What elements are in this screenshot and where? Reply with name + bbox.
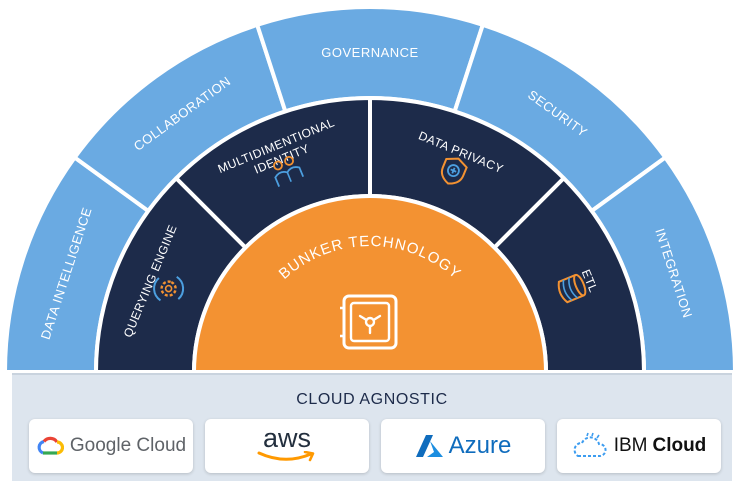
azure-logo: [415, 435, 443, 457]
db-body: [557, 274, 585, 304]
google-cloud-label: Google Cloud: [69, 435, 187, 456]
person-head-left: [273, 160, 283, 171]
google-cloud-logo: [37, 436, 64, 455]
cloud-agnostic-title: CLOUD AGNOSTIC: [296, 391, 448, 408]
database-icon: [557, 273, 587, 304]
shield-circle: [447, 164, 460, 177]
azure-card: Azure: [381, 419, 545, 473]
cloud-agnostic-bar: CLOUD AGNOSTIC Google Cloud aws Azure: [12, 373, 732, 481]
gear-teeth: [160, 280, 177, 297]
ibm-cloud-label-light: IBM: [613, 435, 648, 456]
ibm-cloud-logo: [573, 432, 607, 457]
azure-label: Azure: [448, 432, 512, 459]
google-cloud-card: Google Cloud: [29, 419, 193, 473]
core-bunker-technology: [191, 194, 549, 374]
outer-label-governance: GOVERNANCE: [321, 45, 418, 60]
cycle-arrow-bottom: [176, 275, 185, 300]
vault-door: [349, 301, 391, 343]
vault-hinges: [340, 306, 344, 338]
shield-outline: [440, 157, 468, 185]
person-divider: [286, 172, 292, 182]
outer-label-governance-line: GOVERNANCE: [321, 45, 418, 60]
vault-handles: [358, 314, 382, 335]
vault-icon: [340, 294, 398, 350]
shield-plus-icon: [440, 157, 468, 185]
aws-card: aws: [205, 419, 369, 473]
gear-cycle-icon: [153, 275, 185, 302]
gear-hub: [164, 284, 173, 293]
ibm-cloud-label-bold: Cloud: [652, 435, 707, 456]
people-identity-icon: [273, 156, 305, 188]
shield-plus: [450, 167, 457, 174]
aws-label: aws: [262, 423, 311, 453]
person-head-right: [284, 156, 294, 166]
db-bands: [562, 277, 578, 301]
ibm-cloud-card: IBM Cloud: [557, 419, 721, 473]
vault-outer: [342, 294, 398, 350]
cycle-arrow-top: [153, 277, 162, 302]
aws-smile-logo: [257, 451, 315, 462]
